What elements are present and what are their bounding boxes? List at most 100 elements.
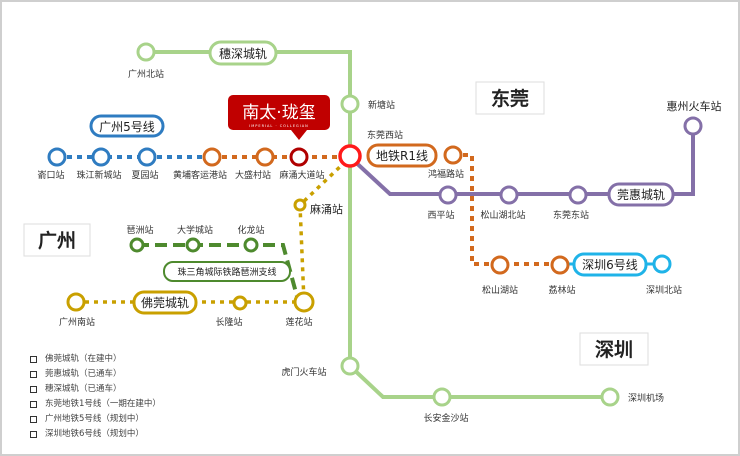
station-dgxi[interactable]	[338, 144, 362, 168]
legend-label: 东莞地铁1号线（一期在建中）	[45, 399, 161, 409]
legend-marker	[30, 416, 37, 423]
station-label: 西平站	[427, 209, 454, 221]
legend-label: 深圳地铁6号线（规划中）	[45, 429, 144, 439]
label-suishen: 穗深城轨	[208, 40, 278, 66]
station-label: 大学城站	[177, 224, 213, 236]
station-label: 琶洲站	[126, 224, 153, 236]
station-label: 广州南站	[59, 316, 95, 328]
svg-text:南太·珑玺: 南太·珑玺	[242, 103, 315, 123]
legend-marker	[30, 371, 37, 378]
station-label: 虎门火车站	[281, 366, 326, 378]
station-label: 广州北站	[128, 68, 164, 80]
legend: 佛莞城轨（在建中） 莞惠城轨（已通车） 穗深城轨（已通车） 东莞地铁1号线（一期…	[30, 352, 161, 442]
station-yankou[interactable]	[47, 147, 67, 167]
station-label: 莲花站	[285, 316, 312, 328]
station-label: 松山湖北站	[480, 209, 525, 221]
station-label: 深圳机场	[628, 392, 664, 404]
station-label: 黄埔客运港站	[173, 169, 227, 181]
station-zjxc[interactable]	[91, 147, 111, 167]
svg-text:东莞: 东莞	[491, 87, 529, 110]
station-label: 嵛口站	[37, 169, 64, 181]
label-pazhou: 珠三角城际铁路琶洲支线	[163, 261, 291, 282]
station-dgdong[interactable]	[568, 185, 588, 205]
line-r1-east	[453, 153, 560, 266]
station-label: 化龙站	[237, 224, 264, 236]
station-label: 麻涌大道站	[279, 169, 324, 181]
label-r1: 地铁R1线	[366, 143, 438, 168]
station-xintang[interactable]	[340, 94, 360, 114]
legend-item: 广州地铁5号线（规划中）	[30, 412, 161, 427]
station-changlong[interactable]	[232, 295, 248, 311]
station-label: 荔林站	[548, 284, 575, 296]
station-lilin[interactable]	[550, 255, 570, 275]
station-hualong[interactable]	[243, 237, 259, 253]
legend-label: 佛莞城轨（在建中）	[45, 354, 122, 364]
region-dongguan: 东莞	[475, 81, 545, 115]
station-humen[interactable]	[340, 356, 360, 376]
legend-label: 广州地铁5号线（规划中）	[45, 414, 144, 424]
label-sz6: 深圳6号线	[572, 252, 648, 277]
svg-text:深圳: 深圳	[595, 338, 633, 361]
legend-marker	[30, 401, 37, 408]
station-label: 珠江新城站	[76, 169, 121, 181]
station-szbei[interactable]	[652, 254, 672, 274]
line-fogan-branch	[298, 159, 348, 303]
legend-label: 穗深城轨（已通车）	[45, 384, 122, 394]
legend-marker	[30, 431, 37, 438]
station-label: 东莞东站	[553, 209, 589, 221]
svg-text:珠三角城际铁路琶洲支线: 珠三角城际铁路琶洲支线	[177, 266, 276, 278]
station-label: 惠州火车站	[667, 99, 722, 113]
station-sshbei[interactable]	[499, 185, 519, 205]
station-label: 东莞西站	[367, 129, 403, 141]
svg-text:广州5号线: 广州5号线	[99, 120, 155, 134]
line-guanhui	[348, 126, 695, 196]
station-xiayuan[interactable]	[137, 147, 157, 167]
station-mydd[interactable]	[289, 147, 309, 167]
legend-item: 穗深城轨（已通车）	[30, 382, 161, 397]
svg-text:深圳6号线: 深圳6号线	[582, 258, 638, 272]
svg-text:广州: 广州	[38, 229, 76, 252]
station-pazhou[interactable]	[129, 237, 145, 253]
label-fogan: 佛莞城轨	[132, 290, 198, 315]
legend-item: 佛莞城轨（在建中）	[30, 352, 161, 367]
station-label: 大盛村站	[235, 169, 271, 181]
station-hongfu[interactable]	[443, 145, 463, 165]
svg-text:地铁R1线: 地铁R1线	[376, 149, 428, 163]
region-guangzhou: 广州	[23, 223, 91, 257]
station-ssh[interactable]	[490, 255, 510, 275]
station-szjc[interactable]	[600, 387, 620, 407]
station-label: 长安金沙站	[423, 412, 468, 424]
station-huizhou[interactable]	[683, 116, 703, 136]
legend-item: 深圳地铁6号线（规划中）	[30, 427, 161, 442]
station-hpkyg[interactable]	[202, 147, 222, 167]
label-gz5: 广州5号线	[89, 114, 165, 138]
region-shenzhen: 深圳	[579, 332, 649, 366]
station-label: 长隆站	[215, 316, 242, 328]
line-pazhou	[137, 243, 300, 301]
station-label: 松山湖站	[482, 284, 518, 296]
station-dxc[interactable]	[185, 237, 201, 253]
svg-text:穗深城轨: 穗深城轨	[219, 47, 267, 61]
station-label: 鸿福路站	[428, 168, 464, 180]
station-label: 深圳北站	[646, 284, 682, 296]
station-changan[interactable]	[432, 387, 452, 407]
station-xiping[interactable]	[438, 185, 458, 205]
station-gznan[interactable]	[66, 292, 86, 312]
station-machong[interactable]	[293, 198, 307, 212]
legend-item: 莞惠城轨（已通车）	[30, 367, 161, 382]
station-gzbei[interactable]	[136, 42, 156, 62]
legend-item: 东莞地铁1号线（一期在建中）	[30, 397, 161, 412]
project-logo: 南太·珑玺 IMPERIAL · COLLEGIAN	[228, 95, 330, 140]
svg-text:莞惠城轨: 莞惠城轨	[617, 188, 665, 202]
station-label: 麻涌站	[310, 202, 343, 216]
station-label: 夏园站	[131, 169, 158, 181]
svg-text:佛莞城轨: 佛莞城轨	[141, 296, 189, 310]
legend-marker	[30, 386, 37, 393]
legend-label: 莞惠城轨（已通车）	[45, 369, 122, 379]
label-guanhui: 莞惠城轨	[607, 182, 675, 207]
legend-marker	[30, 356, 37, 363]
station-dsc[interactable]	[255, 147, 275, 167]
station-lianhua[interactable]	[293, 291, 315, 313]
